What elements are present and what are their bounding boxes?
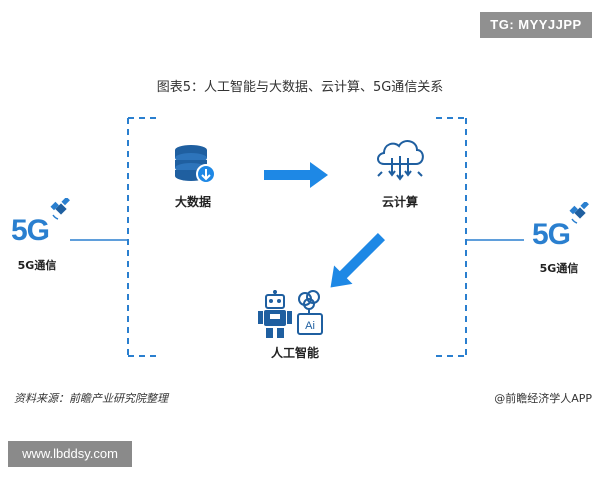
database-icon [175,145,216,184]
satellite-icon [569,202,589,224]
left-5g-mark: 5G [11,214,50,247]
satellite-icon [50,198,70,220]
right-bracket [436,117,467,357]
arrow-cloud-to-ai [330,233,385,288]
ai-label: 人工智能 [270,346,319,360]
source-note: 资料来源：前瞻产业研究院整理 [14,392,168,405]
ai-brain-chip-icon: Ai [297,290,323,335]
arrow-bigdata-to-cloud [264,162,328,188]
left-bracket [127,117,156,357]
brand-credit: @前瞻经济学人APP [494,392,592,405]
watermark-tag: TG: MYYJJPP [480,12,592,38]
right-5g-label: 5G通信 [539,262,579,275]
big-data-label: 大数据 [174,195,211,209]
cloud-computing-icon [377,140,424,181]
ai-chip-text: Ai [305,320,315,332]
cloud-computing-label: 云计算 [381,195,418,209]
left-5g-label: 5G通信 [17,259,57,272]
diagram-title: 图表5：人工智能与大数据、云计算、5G通信关系 [156,80,444,95]
robot-icon [258,290,292,338]
url-watermark: www.lbddsy.com [8,441,132,467]
right-5g-mark: 5G [532,218,571,251]
